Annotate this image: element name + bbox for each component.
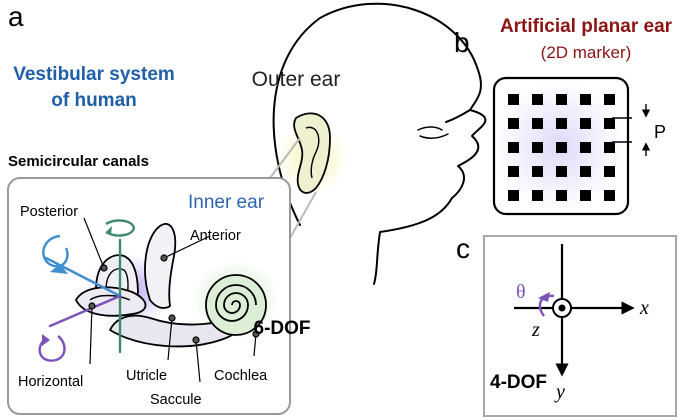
- marker-square: [508, 94, 519, 105]
- marker-square: [604, 190, 615, 201]
- label-anterior: Anterior: [190, 228, 241, 244]
- z-axis-label: z: [531, 319, 540, 341]
- blue-rotation-icon: [42, 234, 69, 268]
- marker-square: [580, 190, 591, 201]
- marker-square: [508, 142, 519, 153]
- label-horizontal: Horizontal: [18, 374, 83, 390]
- marker-square: [532, 166, 543, 177]
- panel-letter-c: c: [456, 233, 470, 264]
- artificial-ear-subtitle: (2D marker): [541, 43, 632, 62]
- cochlea-spiral: [205, 274, 267, 336]
- theta-label: θ: [516, 281, 526, 303]
- label-saccule: Saccule: [150, 392, 202, 408]
- marker-square: [580, 142, 591, 153]
- marker-square: [580, 94, 591, 105]
- pitch-indicator: [612, 104, 651, 156]
- marker-square: [532, 118, 543, 129]
- vestibular-title-line2: of human: [51, 90, 137, 111]
- zoom-connector: [269, 137, 317, 239]
- six-dof-label: 6-DOF: [254, 318, 311, 339]
- marker-square: [580, 166, 591, 177]
- marker-square: [604, 118, 615, 129]
- marker-square: [532, 190, 543, 201]
- purple-rotation-icon: [38, 335, 66, 362]
- marker-square: [556, 94, 567, 105]
- y-axis-label: y: [554, 381, 565, 403]
- leader-lines: [83, 217, 260, 383]
- marker-square: [556, 166, 567, 177]
- outer-ear-icon: [293, 112, 331, 194]
- pitch-label: P: [654, 122, 666, 142]
- marker-square: [508, 118, 519, 129]
- panel-letter-b: b: [454, 27, 470, 58]
- marker-square: [508, 166, 519, 177]
- planar-marker: [492, 76, 630, 216]
- vestibular-title-line1: Vestibular system: [13, 64, 175, 85]
- head-outline: [272, 2, 487, 285]
- marker-square: [604, 166, 615, 177]
- blue-arrowhead-icon: [50, 264, 68, 274]
- marker-square: [556, 118, 567, 129]
- marker-square: [580, 118, 591, 129]
- semicircular-canals-label: Semicircular canals: [8, 153, 149, 170]
- canal-rotation-axes: [44, 238, 122, 354]
- inner-ear-label: Inner ear: [188, 192, 265, 213]
- z-axis-dot: [558, 304, 566, 312]
- purple-arrowhead-icon: [42, 334, 50, 346]
- outer-ear-label: Outer ear: [252, 68, 341, 91]
- x-axis-label: x: [639, 297, 649, 319]
- marker-square: [532, 142, 543, 153]
- marker-square: [604, 94, 615, 105]
- theta-arrowhead-icon: [538, 292, 550, 302]
- marker-square: [604, 142, 615, 153]
- label-cochlea: Cochlea: [214, 368, 268, 384]
- panel-letter-a: a: [8, 1, 24, 32]
- green-arrowhead-icon: [106, 226, 112, 234]
- frame-box: [483, 235, 677, 417]
- theta-rotation-icon: [538, 294, 555, 317]
- marker-square: [532, 94, 543, 105]
- green-rotation-icon: [105, 219, 136, 237]
- coordinate-axes: [514, 244, 635, 377]
- artificial-ear-title: Artificial planar ear: [500, 16, 673, 37]
- marker-square: [556, 142, 567, 153]
- marker-square: [556, 190, 567, 201]
- label-posterior: Posterior: [20, 204, 78, 220]
- marker-grid: [508, 94, 615, 201]
- marker-square: [508, 190, 519, 201]
- label-utricle: Utricle: [126, 368, 167, 384]
- four-dof-label: 4-DOF: [490, 372, 547, 393]
